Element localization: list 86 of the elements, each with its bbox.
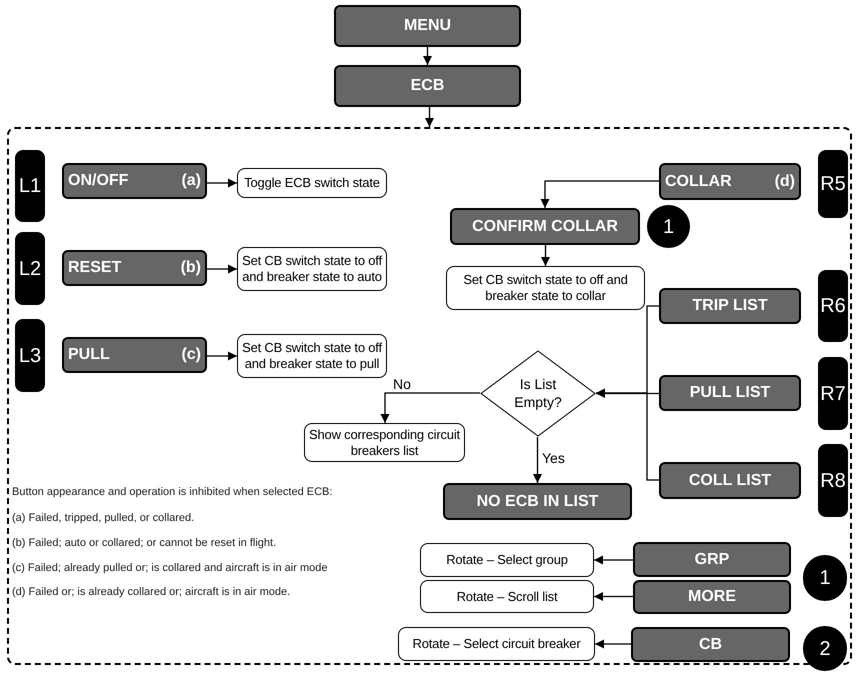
key-box	[334, 65, 521, 107]
side-key-tab	[818, 270, 848, 342]
arrow	[425, 107, 434, 127]
action-box	[237, 168, 387, 198]
arrow	[594, 556, 633, 564]
side-key-tab	[15, 319, 45, 392]
step-number: 1	[662, 214, 674, 240]
key-label: MORE	[688, 587, 736, 607]
decision-text: Is List Empty?	[513, 376, 563, 411]
key-box	[633, 580, 791, 614]
key-box	[62, 250, 207, 286]
key-box	[633, 542, 791, 577]
key-box	[62, 337, 207, 373]
side-key-tab	[15, 232, 45, 305]
arrow	[207, 352, 237, 360]
key-box	[443, 483, 632, 520]
key-label: PULL	[68, 345, 110, 365]
action-text: Set CB switch state to off and breaker state to pull	[241, 340, 384, 372]
side-key-label: R6	[820, 294, 846, 319]
key-label: COLLAR	[665, 172, 732, 192]
key-box	[659, 462, 801, 499]
key-label: TRIP LIST	[692, 296, 768, 316]
edge-label: Yes	[541, 451, 566, 465]
step-number: 2	[819, 636, 831, 662]
note-text: (d) Failed or; is already collared or; aircraft is in air mode.	[12, 585, 290, 600]
key-box	[659, 288, 801, 324]
action-text: Set CB switch state to off and breaker state to collar	[462, 272, 629, 304]
arrow	[207, 264, 237, 274]
key-label: ECB	[410, 76, 444, 96]
side-key-tab	[818, 444, 848, 517]
action-text: Rotate – Select circuit breaker	[412, 636, 580, 652]
key-box	[631, 627, 790, 662]
key-box	[62, 163, 207, 199]
key-box	[334, 5, 521, 47]
decision-diamond	[480, 350, 596, 437]
arrow	[596, 388, 659, 481]
action-box	[446, 266, 645, 310]
action-box	[237, 334, 387, 378]
key-label: COLL LIST	[688, 470, 772, 490]
action-box	[420, 580, 594, 613]
arrow	[207, 178, 237, 188]
key-label: (d)	[774, 172, 795, 192]
side-key-label: R8	[820, 468, 846, 494]
arrow	[380, 392, 480, 423]
side-key-label: L2	[18, 256, 42, 282]
side-key-tab	[15, 150, 45, 222]
note-text: (c) Failed; already pulled or; is collared and aircraft is in air mode	[12, 561, 328, 576]
action-text: Show corresponding circuit breakers list	[308, 426, 461, 458]
key-box	[659, 163, 801, 200]
side-key-tab	[818, 357, 848, 430]
side-key-label: R7	[820, 382, 846, 406]
key-label: ON/OFF	[68, 171, 128, 191]
key-label: (a)	[181, 171, 201, 191]
note-text: Button appearance and operation is inhibited when selected ECB:	[12, 485, 332, 500]
key-box	[450, 208, 640, 245]
arrow	[595, 640, 631, 648]
key-label: CONFIRM COLLAR	[472, 216, 618, 236]
action-text: Rotate – Select group	[446, 552, 568, 568]
arrow	[540, 180, 659, 208]
key-box	[659, 375, 801, 411]
action-box	[398, 627, 595, 661]
key-label: MENU	[404, 16, 452, 36]
step-number: 1	[819, 566, 831, 591]
arrow	[541, 245, 550, 266]
key-label: PULL LIST	[690, 383, 770, 403]
side-key-label: R5	[820, 172, 846, 197]
key-label: CB	[698, 634, 722, 654]
edge-label: No	[392, 377, 412, 391]
key-label: GRP	[694, 550, 730, 570]
arrow	[533, 437, 542, 483]
action-text: Set CB switch state to off and breaker state to auto	[241, 253, 384, 285]
action-text: Toggle ECB switch state	[244, 175, 380, 191]
arrow	[423, 47, 432, 65]
action-text: Rotate – Scroll list	[456, 588, 558, 604]
note-text: (a) Failed, tripped, pulled, or collared.	[12, 511, 194, 526]
note-text: (b) Failed; auto or collared; or cannot be reset in flight.	[12, 536, 276, 551]
key-label: RESET	[68, 258, 122, 278]
action-box	[237, 247, 387, 291]
key-label: (b)	[180, 258, 201, 278]
side-key-label: L3	[18, 344, 42, 368]
side-key-label: L1	[18, 174, 42, 199]
action-box	[420, 543, 594, 577]
key-label: NO ECB IN LIST	[476, 492, 598, 512]
key-label: (c)	[181, 345, 201, 365]
side-key-tab	[818, 150, 848, 218]
arrow	[594, 592, 633, 601]
